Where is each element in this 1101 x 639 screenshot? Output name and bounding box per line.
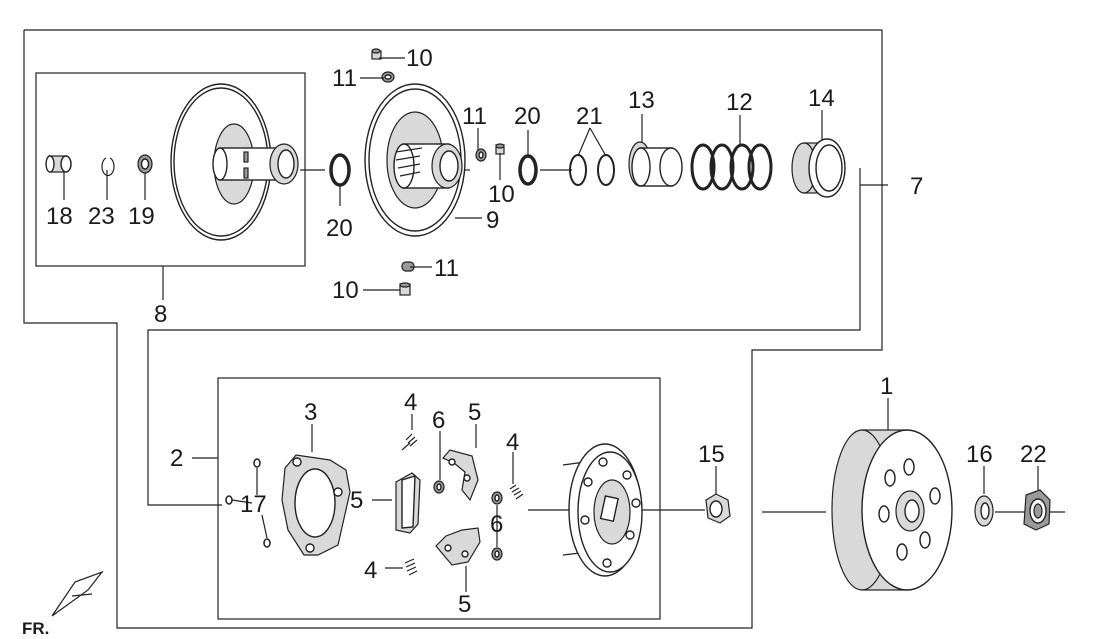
part-15-nut xyxy=(705,493,731,524)
callout-12: 12 xyxy=(726,89,753,116)
part-23-circlip xyxy=(101,157,115,177)
callout-1: 1 xyxy=(880,373,893,400)
callout-5-top: 5 xyxy=(468,399,481,426)
part-5-clutch-shoe-left xyxy=(395,472,421,534)
part-8-fixed-pulley xyxy=(170,83,299,241)
part-9-movable-pulley xyxy=(364,83,466,237)
callout-8: 8 xyxy=(154,301,167,328)
callout-11-bottom: 11 xyxy=(434,255,459,282)
callout-16: 16 xyxy=(966,441,993,468)
callout-6-top: 6 xyxy=(432,407,445,434)
callout-2: 2 xyxy=(170,445,183,472)
part-11-roller-mid xyxy=(475,148,487,162)
callout-5-bottom: 5 xyxy=(458,591,471,618)
subassembly-box-2 xyxy=(217,377,661,620)
callout-13: 13 xyxy=(628,87,655,114)
callout-10-mid: 10 xyxy=(488,181,515,208)
callout-20-right: 20 xyxy=(514,103,541,130)
callout-19: 19 xyxy=(128,203,155,230)
part-clutch-drive-plate xyxy=(562,443,643,577)
callout-7: 7 xyxy=(910,173,923,200)
callout-18: 18 xyxy=(46,203,73,230)
callout-4-right: 4 xyxy=(506,429,519,456)
part-3-shoe-plate xyxy=(281,454,351,556)
part-20-oring-right xyxy=(518,154,538,186)
callout-6-bottom: 6 xyxy=(490,511,503,538)
part-20-oring-left xyxy=(329,153,351,187)
callout-5-left: 5 xyxy=(350,487,363,514)
fr-label: FR. xyxy=(22,619,49,638)
part-10-pin-mid xyxy=(495,143,505,155)
callout-23: 23 xyxy=(88,203,115,230)
part-12-spring xyxy=(690,143,773,191)
part-19-bearing xyxy=(137,154,153,174)
callout-11-top: 11 xyxy=(332,65,357,92)
callout-10-top: 10 xyxy=(406,45,433,72)
part-5-clutch-shoe-bottom xyxy=(435,527,481,566)
callout-4-top: 4 xyxy=(404,389,417,416)
callout-21: 21 xyxy=(576,103,603,130)
part-22-nut xyxy=(1023,489,1051,531)
part-16-washer xyxy=(974,495,994,527)
part-10-pin-top xyxy=(371,48,382,60)
callout-3: 3 xyxy=(304,399,317,426)
callout-9: 9 xyxy=(486,207,499,234)
part-11-roller-top xyxy=(381,71,395,83)
part-18-bushing xyxy=(45,155,72,173)
part-21-orings xyxy=(569,154,615,186)
leader-lines xyxy=(63,57,1039,592)
part-14-spring-seat xyxy=(791,138,846,198)
callout-11-mid: 11 xyxy=(462,103,487,130)
callout-14: 14 xyxy=(808,85,835,112)
part-4-springs xyxy=(401,433,524,576)
assembly-outline xyxy=(23,29,888,629)
callout-labels: 10 11 11 20 21 13 12 14 10 7 18 23 19 20… xyxy=(46,45,1047,618)
callout-17: 17 xyxy=(240,491,267,518)
callout-10-bottom: 10 xyxy=(332,277,359,304)
part-6-dampers xyxy=(433,480,503,561)
callout-22: 22 xyxy=(1020,441,1047,468)
part-5-clutch-shoe-top xyxy=(442,449,479,502)
part-1-clutch-drum xyxy=(831,429,953,591)
callout-4-bottom: 4 xyxy=(364,557,377,584)
part-10-pin-bottom xyxy=(399,282,411,296)
front-orientation-mark: FR. xyxy=(22,570,104,638)
callout-15: 15 xyxy=(698,441,725,468)
part-13-seal-collar xyxy=(628,141,683,187)
callout-20-left: 20 xyxy=(326,215,353,242)
